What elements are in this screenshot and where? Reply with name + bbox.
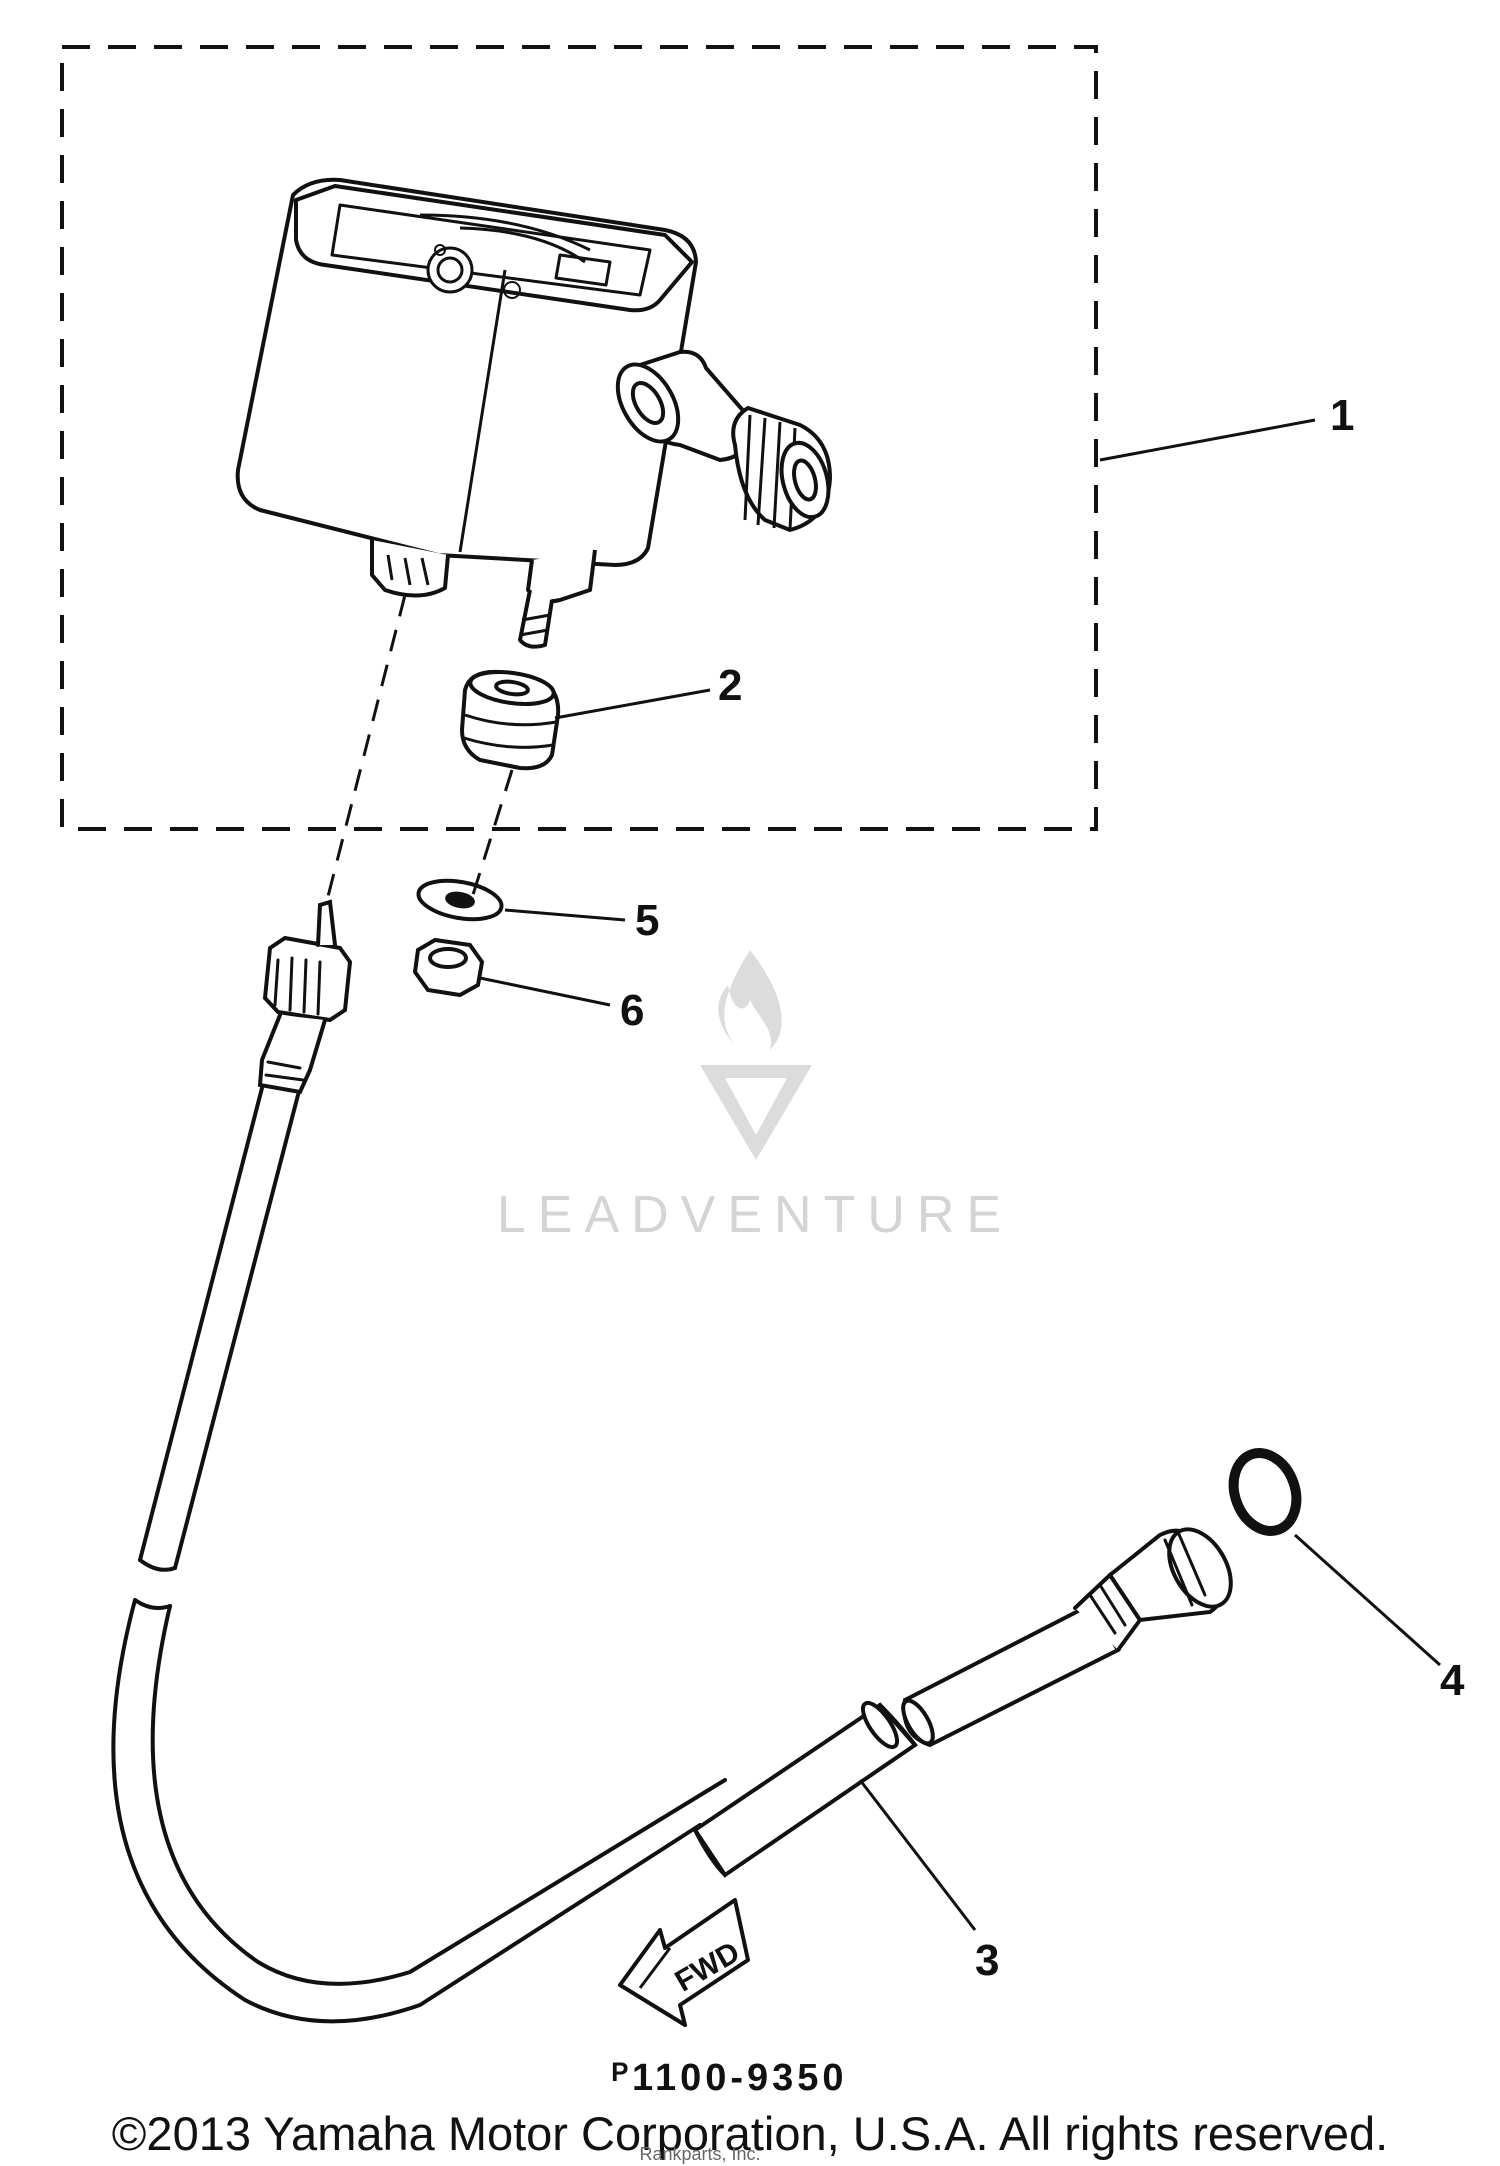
watermark-flame-icon xyxy=(718,950,782,1050)
meter-face xyxy=(294,184,694,313)
watermark: LEADVENTURE xyxy=(497,950,1013,1244)
fine-print: Rankparts, Inc. xyxy=(639,2144,760,2164)
callout-3: 3 xyxy=(975,1936,999,1985)
washer xyxy=(416,878,504,922)
cable-fitting xyxy=(370,540,450,598)
leader-lines xyxy=(479,418,1442,1931)
speedometer-cable xyxy=(111,899,1233,2024)
o-ring xyxy=(1228,1448,1302,1536)
part-code: ᴾ1100-9350 xyxy=(612,2057,848,2099)
callout-5: 5 xyxy=(635,896,659,945)
callout-2: 2 xyxy=(718,661,742,710)
fwd-arrow-icon xyxy=(618,1898,750,2027)
watermark-text: LEADVENTURE xyxy=(497,1186,1013,1244)
cable-top-fitting xyxy=(262,935,353,1023)
callout-6: 6 xyxy=(620,986,644,1035)
copyright-notice: ©2013 Yamaha Motor Corporation, U.S.A. A… xyxy=(112,2107,1388,2160)
callout-1: 1 xyxy=(1330,391,1354,440)
nut xyxy=(412,937,485,998)
assembly-box xyxy=(60,45,1098,831)
assembly-guides xyxy=(320,594,514,921)
grommet xyxy=(459,669,561,771)
watermark-v-icon xyxy=(700,1065,812,1160)
meter-assembly xyxy=(235,177,832,649)
fwd-arrow: FWD xyxy=(618,1898,750,2027)
callout-4: 4 xyxy=(1440,1656,1465,1705)
